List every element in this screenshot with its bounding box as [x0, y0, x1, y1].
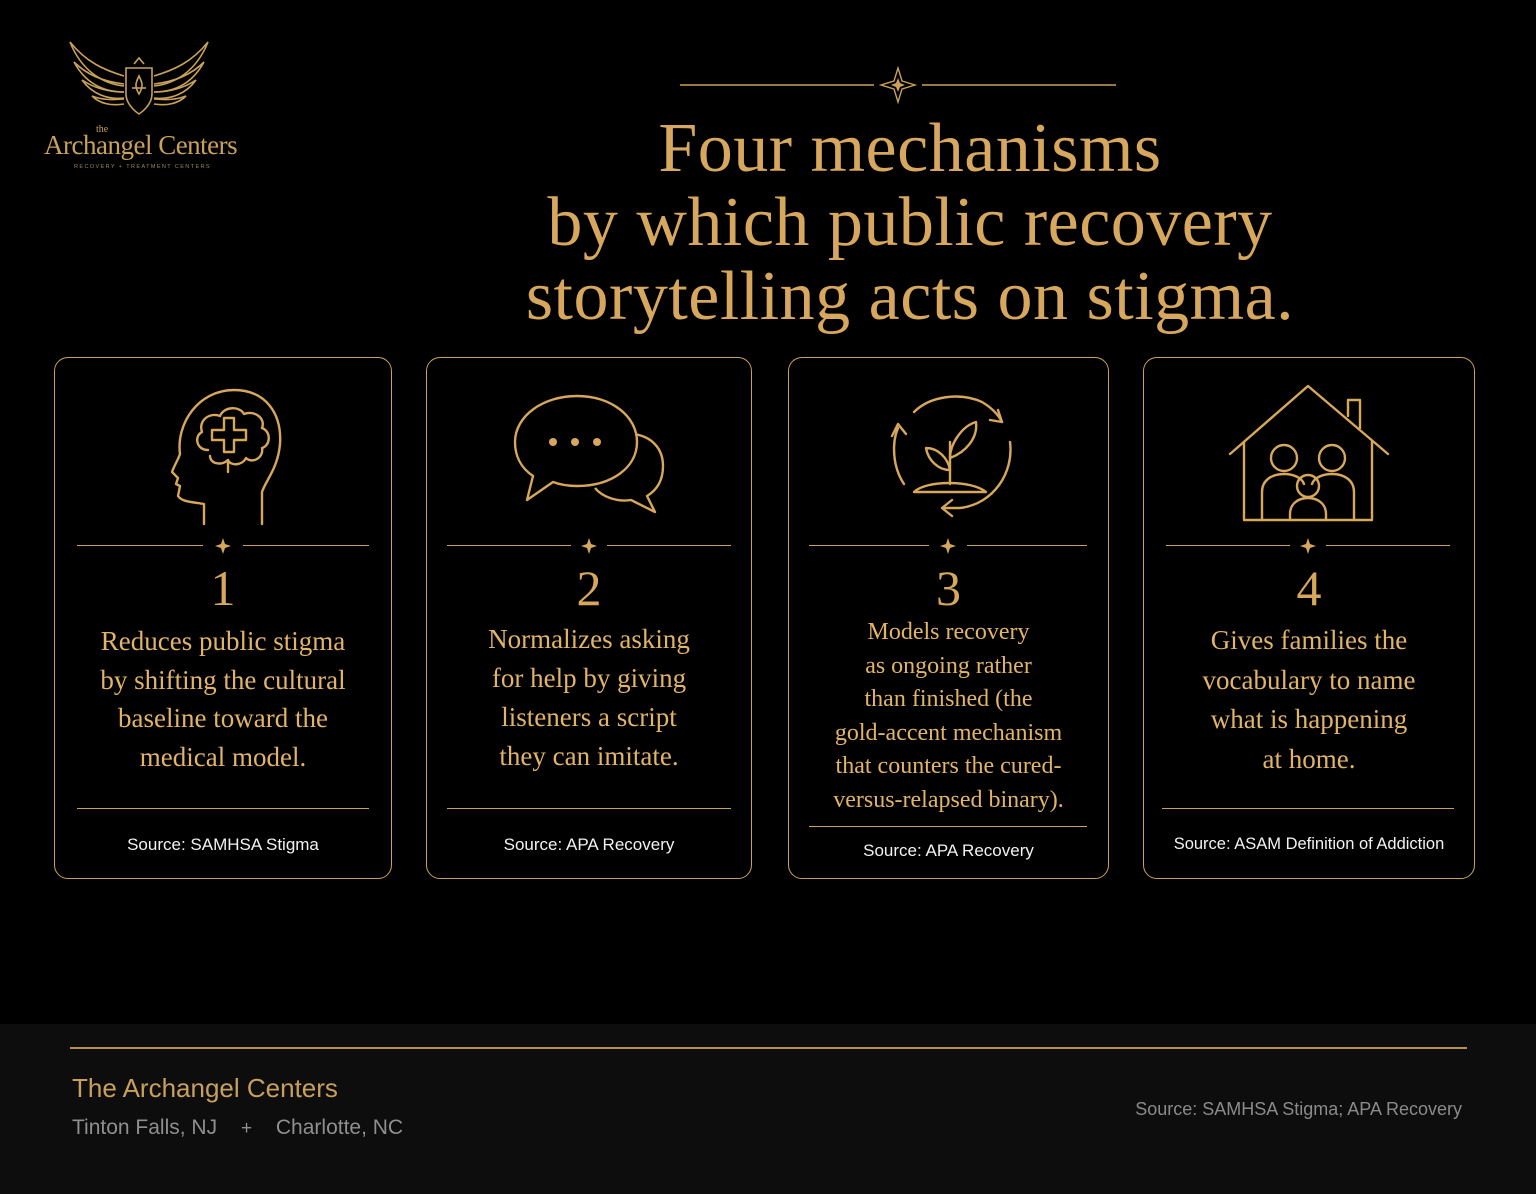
- footer-locations: Tinton Falls, NJ + Charlotte, NC: [72, 1116, 403, 1140]
- winged-shield-icon: [69, 41, 209, 115]
- mechanism-card-1: 1 Reduces public stigma by shifting the …: [54, 357, 392, 879]
- title-line-1: Four mechanisms: [658, 110, 1162, 187]
- card-2-divider: [447, 536, 731, 556]
- card-1-bottom-rule: [77, 808, 369, 810]
- page-title: Four mechanisms by which public recovery…: [440, 112, 1380, 334]
- footer-source: Source: SAMHSA Stigma; APA Recovery: [1135, 1099, 1462, 1119]
- card-3-source: Source: APA Recovery: [863, 841, 1034, 860]
- logo-tagline: RECOVERY + TREATMENT CENTERS: [74, 164, 211, 170]
- card-2-bottom-rule: [447, 808, 731, 810]
- sparkle-icon: [1300, 538, 1316, 554]
- location-charlotte: Charlotte, NC: [275, 1116, 404, 1139]
- card-4-number: 4: [1296, 560, 1322, 616]
- card-2-source: Source: APA Recovery: [503, 835, 675, 854]
- sprout-cycle-icon: [890, 395, 1012, 518]
- card-2-description: Normalizes asking for help by giving lis…: [488, 624, 690, 771]
- header-ornament: [680, 66, 1116, 105]
- card-3-description: Models recovery as ongoing rather than f…: [833, 619, 1064, 813]
- title-line-3: storytelling acts on stigma.: [525, 258, 1295, 335]
- brand-logo: the Archangel Centers RECOVERY + TREATME…: [40, 36, 240, 176]
- card-4-source: Source: ASAM Definition of Addiction: [1173, 835, 1445, 853]
- card-3-number: 3: [936, 560, 961, 616]
- location-tinton-falls: Tinton Falls, NJ: [72, 1116, 218, 1139]
- footer-rule: [70, 1047, 1467, 1049]
- card-1-divider: [77, 536, 369, 556]
- speech-bubbles-icon: [513, 394, 665, 514]
- footer-org-name: The Archangel Centers: [72, 1073, 338, 1103]
- logo-the: the: [96, 124, 109, 135]
- card-1-number: 1: [210, 560, 236, 616]
- mechanism-card-3: 3 Models recovery as ongoing rather than…: [788, 357, 1109, 879]
- card-4-description: Gives families the vocabulary to name wh…: [1202, 625, 1416, 774]
- sparkle-icon: [581, 538, 597, 554]
- card-3-divider: [809, 536, 1087, 556]
- card-2-number: 2: [576, 560, 602, 616]
- footer: [0, 1024, 1536, 1194]
- logo-name: Archangel Centers: [44, 130, 238, 160]
- head-brain-cross-icon: [170, 388, 282, 526]
- card-1-source: Source: SAMHSA Stigma: [127, 835, 319, 854]
- sparkle-icon: [940, 538, 956, 554]
- sparkle-icon: [215, 538, 231, 554]
- location-separator: +: [240, 1118, 253, 1139]
- card-4-bottom-rule: [1162, 808, 1454, 810]
- mechanism-card-4: 4 Gives families the vocabulary to name …: [1143, 357, 1475, 879]
- card-3-bottom-rule: [809, 826, 1087, 828]
- card-1-description: Reduces public stigma by shifting the cu…: [100, 626, 346, 772]
- title-line-2: by which public recovery: [547, 184, 1273, 261]
- mechanism-card-2: 2 Normalizes asking for help by giving l…: [426, 357, 752, 879]
- card-4-divider: [1166, 536, 1450, 556]
- house-family-icon: [1228, 384, 1390, 522]
